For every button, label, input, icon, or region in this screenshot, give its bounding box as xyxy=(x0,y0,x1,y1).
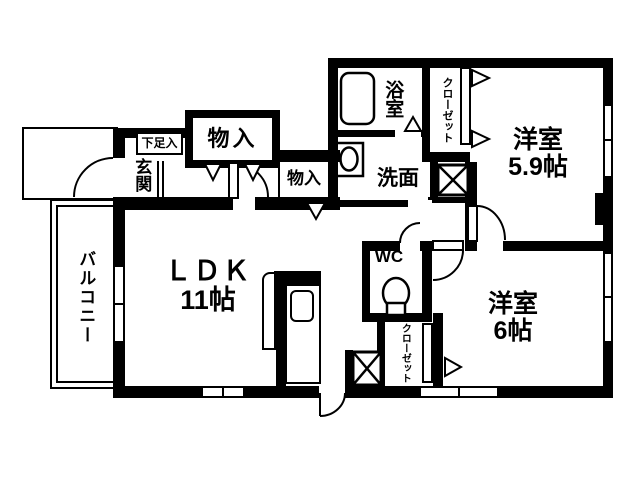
room59-door-opening xyxy=(477,241,503,251)
window xyxy=(203,386,243,398)
kitchen-partition-low xyxy=(276,352,286,386)
kitchen-sink xyxy=(290,290,314,322)
closet-door-triangle xyxy=(471,68,492,88)
ldk-door-leaf xyxy=(228,162,239,199)
washbasin-bowl-icon xyxy=(339,146,359,172)
washroom-door-opening xyxy=(408,200,432,207)
kitchen-unit-top xyxy=(274,271,321,284)
bathroom-label: 浴室 xyxy=(382,80,404,118)
room6-door-leaf xyxy=(432,240,464,251)
window xyxy=(113,267,125,341)
service-door-opening xyxy=(319,386,345,398)
wc-label: WC xyxy=(374,246,404,266)
wc-door-opening xyxy=(400,243,420,252)
window xyxy=(603,106,613,176)
entrance-porch xyxy=(22,127,118,200)
room59-label: 洋室 5.9帖 xyxy=(508,126,568,181)
closet-north-label: クローゼット xyxy=(440,77,453,143)
ldk-door-opening xyxy=(233,197,255,210)
bath-door-opening xyxy=(395,130,421,137)
room59-door-arc xyxy=(476,205,506,241)
washroom-label: 洗面 xyxy=(377,166,419,190)
washbasin-icon xyxy=(334,141,365,178)
shoe-cabinet-box xyxy=(136,132,183,155)
kitchen-partition xyxy=(276,271,286,352)
window xyxy=(421,386,497,398)
shoe-cabinet-label: 下足入 xyxy=(141,136,178,151)
storage-small-label: 物入 xyxy=(287,169,321,189)
wc-door-arc xyxy=(399,222,421,244)
balcony-label: バルコニー xyxy=(76,249,96,345)
room6-label: 洋室 6帖 xyxy=(487,290,538,345)
storage-hall-label: 物入 xyxy=(207,126,258,152)
entrance-label: 玄関 xyxy=(132,158,152,192)
washing-machine-box-icon xyxy=(436,163,470,197)
bath-door-triangle xyxy=(403,114,423,132)
closet-north-door-leaf xyxy=(460,67,471,145)
storage-small-box xyxy=(278,162,328,197)
bathtub-icon xyxy=(339,71,376,126)
kitchen-counter xyxy=(262,272,276,350)
window xyxy=(603,254,613,341)
closet-south-label: クローゼット xyxy=(399,323,411,383)
balcony-inner xyxy=(56,205,118,383)
closet-south-door-leaf xyxy=(422,323,433,383)
ldk-label: ＬＤＫ 11帖 xyxy=(164,255,252,315)
room6-door-arc xyxy=(432,249,464,281)
front-door-opening xyxy=(113,158,125,197)
closet-door-triangle xyxy=(444,356,464,378)
ldk-door-arc xyxy=(237,164,269,198)
pillar xyxy=(595,193,613,225)
toilet-icon xyxy=(381,276,411,310)
